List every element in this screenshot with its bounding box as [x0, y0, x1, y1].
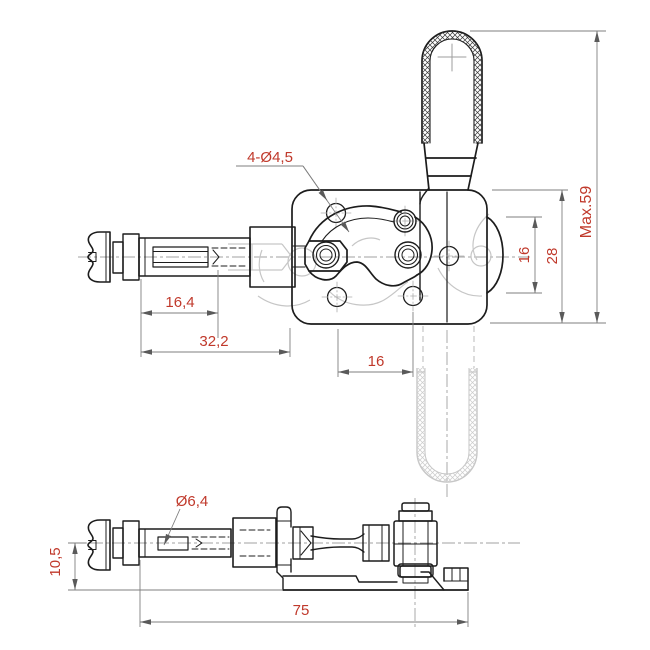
leader-line-diameter — [163, 508, 181, 546]
phantom-linkage — [257, 213, 492, 307]
label-spindle-diameter: Ø6,4 — [176, 493, 209, 510]
label-thread-length: 16,4 — [165, 294, 194, 311]
phantom-down-handle — [416, 326, 478, 483]
phantom-grip-knurl — [417, 368, 477, 482]
linkage-arm — [304, 205, 433, 287]
label-flange-span: 16 — [516, 247, 533, 264]
leader-line-holes-2 — [302, 165, 328, 201]
phantom-geometry — [228, 213, 492, 483]
side-clevis — [393, 502, 438, 578]
dimension-lines — [68, 30, 606, 627]
label-mounting-holes: 4-Ø4,5 — [247, 149, 293, 166]
side-arm-tab — [276, 506, 292, 573]
grip-knurl — [422, 31, 482, 143]
label-body-height: 28 — [544, 248, 561, 265]
handle — [419, 30, 483, 205]
spindle-knob — [87, 231, 111, 283]
spindle-rod — [138, 237, 251, 277]
label-base-height: 10,5 — [47, 547, 64, 576]
side-base-plate — [276, 563, 469, 591]
label-spindle-length: 32,2 — [199, 333, 228, 350]
hole-center-marks — [320, 197, 465, 313]
dimension-labels: 4-Ø4,5 16,4 32,2 16 16 28 Max.59 Ø6,4 10… — [47, 149, 595, 619]
top-view — [87, 30, 504, 325]
receiver-block — [249, 226, 296, 288]
label-hole-offset: 16 — [368, 353, 385, 370]
side-spindle-knob — [87, 519, 111, 571]
body-plate — [291, 189, 504, 325]
side-receiver-block — [232, 517, 277, 568]
handle-center-mark — [437, 43, 467, 72]
label-overall-length: 75 — [293, 602, 310, 619]
side-flange — [486, 216, 504, 294]
side-view — [87, 502, 469, 591]
clevis-seat-washer — [402, 576, 429, 584]
pivot-rivets — [312, 209, 422, 269]
label-max-height: Max.59 — [578, 186, 595, 239]
side-link-bar — [292, 524, 390, 562]
side-spindle-rod — [138, 528, 232, 558]
